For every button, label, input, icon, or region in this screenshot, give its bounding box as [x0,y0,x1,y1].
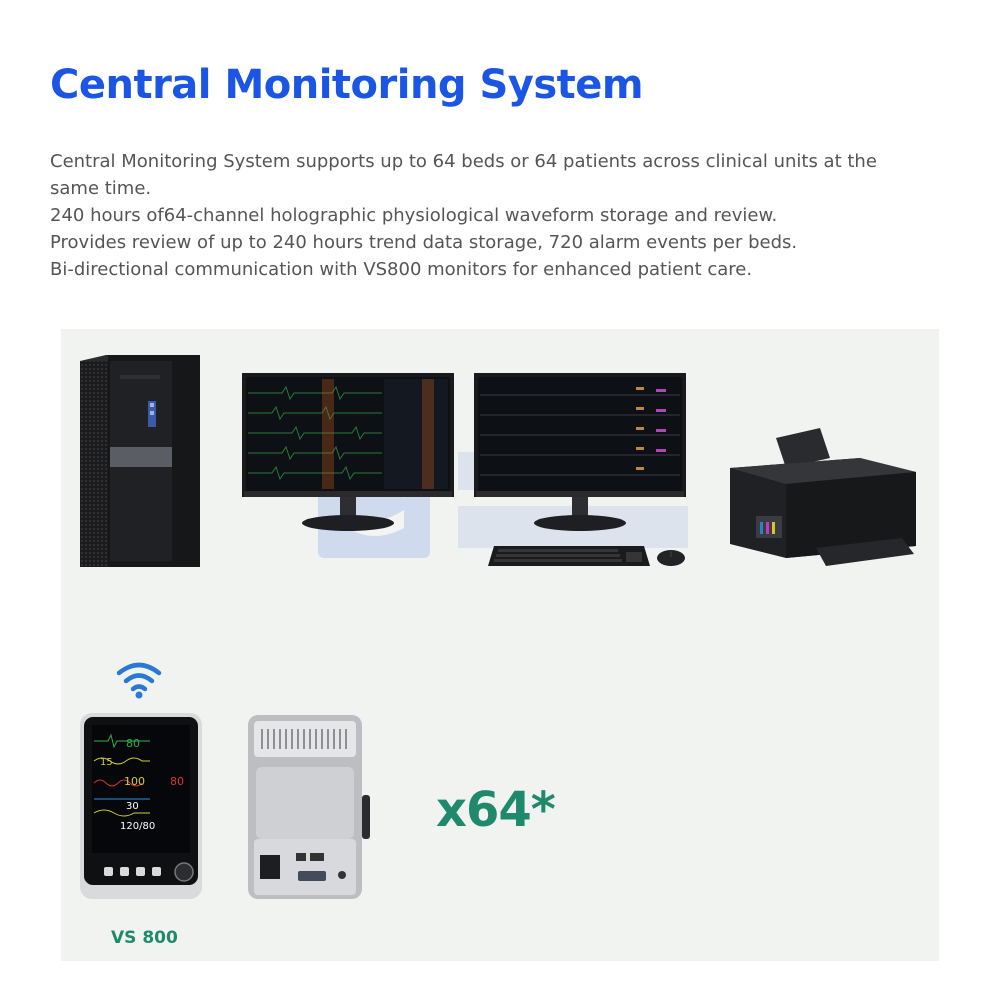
printer-icon [730,428,916,566]
resp-reading: 15 [100,757,113,768]
monitor-icon [242,373,454,531]
monitor-icon [474,373,686,531]
multiplier-label: x64* [436,782,556,838]
keyboard-icon [488,546,650,566]
wifi-icon [116,662,162,699]
nibp-reading: 120/80 [120,821,155,832]
description: Central Monitoring System supports up to… [50,148,930,283]
description-line: Central Monitoring System supports up to… [50,151,877,199]
patient-monitor-icon: 80 15 100 80 30 120/80 [80,713,202,899]
tower-pc-icon [80,355,200,567]
page-title: Central Monitoring System [50,62,644,108]
description-line: Bi-directional communication with VS800 … [50,259,753,280]
mouse-icon [657,550,685,566]
patient-monitor-back-icon [248,715,370,899]
device-model-label: VS 800 [111,928,178,948]
co2-reading: 30 [126,801,139,812]
hr-reading: 80 [126,737,140,750]
pulse-reading: 80 [170,775,184,788]
description-line: Provides review of up to 240 hours trend… [50,232,798,253]
description-line: 240 hours of64-channel holographic physi… [50,205,778,226]
spo2-reading: 100 [124,775,145,788]
